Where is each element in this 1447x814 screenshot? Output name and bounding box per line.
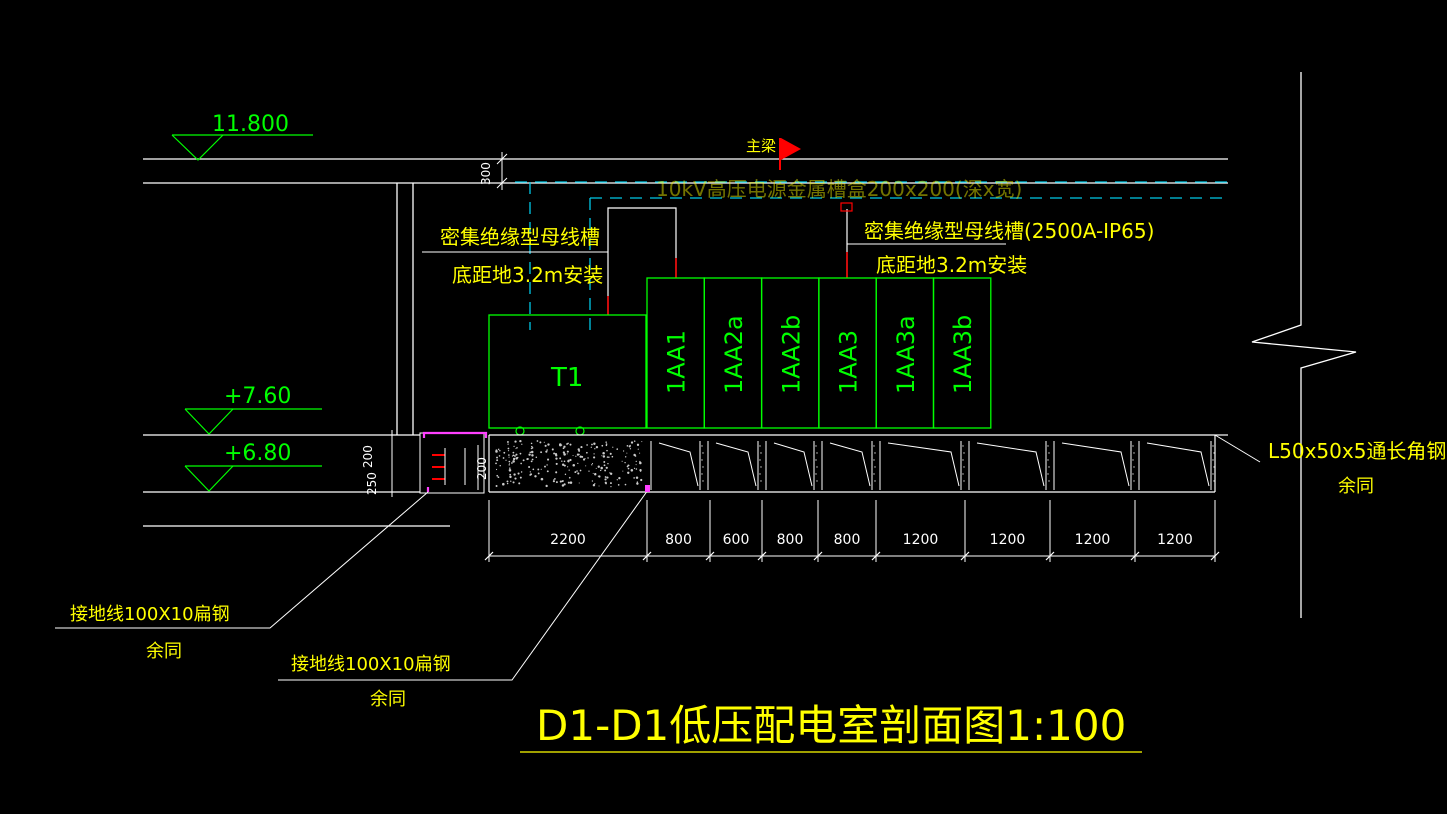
busbar-red-marks <box>607 252 848 315</box>
ground-left-label-1: 接地线100X10扁钢 <box>70 604 230 625</box>
switchgear-panels: 1AA1 1AA2a 1AA2b 1AA3 1AA3a 1AA3b <box>646 277 992 429</box>
beam-depth-text: 300 <box>479 162 493 185</box>
busbar-connectors <box>607 207 848 315</box>
switchgear-panel-label: 1AA1 <box>663 330 691 394</box>
trench-top-dim: 200 <box>361 445 375 468</box>
span-dimension-text: 800 <box>777 532 804 548</box>
switchgear-panel-label: 1AA2b <box>777 315 805 394</box>
cable-trench-detail <box>384 430 488 497</box>
span-dimension-text: 1200 <box>990 532 1026 548</box>
slab-lines <box>143 158 1228 527</box>
span-dimension-text: 800 <box>665 532 692 548</box>
cable-tray-lines <box>515 181 1228 330</box>
break-line <box>1251 72 1357 618</box>
level-mid-text: +7.60 <box>224 384 291 409</box>
beam-depth-dimension <box>495 152 512 190</box>
main-beam-flag-icon <box>779 138 801 170</box>
trench-bottom-dim: 250 <box>365 472 379 495</box>
switchgear-panel-label: 1AA3a <box>892 315 920 394</box>
span-dimension-text: 1200 <box>903 532 939 548</box>
level-marker-floor: +6.80 <box>184 441 322 492</box>
angle-steel-frames <box>650 441 1215 490</box>
span-dimension-text: 1200 <box>1075 532 1111 548</box>
angle-steel-label-2: 余同 <box>1338 476 1374 497</box>
busbar-right-label-1: 密集绝缘型母线槽(2500A-IP65) <box>864 219 1154 243</box>
span-dimension-text: 600 <box>723 532 750 548</box>
switchgear-panel-label: 1AA2a <box>720 315 748 394</box>
hv-tray-label: 10kV高压电源金属槽盒200x200(深x宽) <box>656 177 1022 201</box>
ground-mid-label-1: 接地线100X10扁钢 <box>291 654 451 675</box>
angle-steel-label-1: L50x50x5通长角钢 <box>1268 439 1446 463</box>
span-dimension-text: 1200 <box>1157 532 1193 548</box>
level-marker-mid: +7.60 <box>184 384 322 435</box>
main-beam-label: 主梁 <box>746 137 776 155</box>
ground-mid-connector-icon <box>645 485 650 492</box>
busbar-right-label-2: 底距地3.2m安装 <box>876 253 1027 277</box>
level-marker-top: 11.800 <box>171 112 313 161</box>
trench-inner-dim: 200 <box>475 457 489 480</box>
concrete-hatch <box>495 439 643 488</box>
span-dimensions: 2200 800 600 800 800 1200 1200 1200 1200 <box>484 500 1220 562</box>
ground-mid-label-2: 余同 <box>370 689 406 710</box>
ground-left-leader <box>55 491 429 629</box>
transformer-label: T1 <box>550 363 583 393</box>
switchgear-panel-label: 1AA3 <box>835 330 863 394</box>
span-dimension-text: 800 <box>834 532 861 548</box>
ground-left-label-2: 余同 <box>146 641 182 662</box>
level-floor-text: +6.80 <box>224 441 291 466</box>
level-top-text: 11.800 <box>212 112 289 137</box>
busbar-left-label-1: 密集绝缘型母线槽 <box>440 225 600 249</box>
switchgear-panel <box>932 277 992 429</box>
equipment-base <box>488 434 1228 493</box>
span-dimension-text: 2200 <box>550 532 586 548</box>
busbar-hanger-icon <box>840 202 853 212</box>
transformer-box <box>488 314 647 429</box>
switchgear-panel-label: 1AA3b <box>949 315 977 394</box>
drawing-title: D1-D1低压配电室剖面图1:100 <box>536 701 1126 750</box>
ground-mid-leader <box>278 489 649 681</box>
busbar-left-label-2: 底距地3.2m安装 <box>452 263 603 287</box>
